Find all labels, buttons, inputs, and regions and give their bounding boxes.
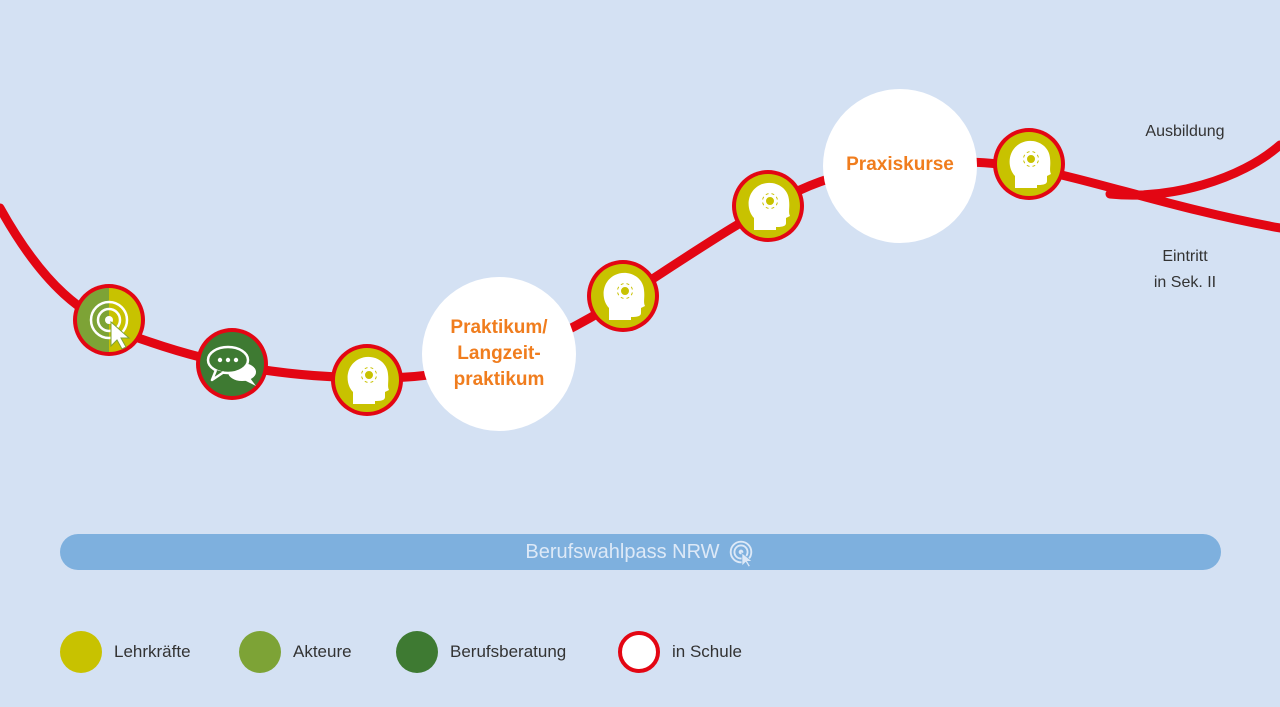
station-berufsberatung[interactable]	[196, 328, 268, 400]
head-gear-icon	[602, 271, 647, 322]
legend-label: Lehrkräfte	[114, 642, 191, 661]
head-gear-icon	[747, 181, 792, 232]
endpoint-eintritt-sek2: Eintritt in Sek. II	[1130, 244, 1240, 296]
legend: Lehrkräfte Akteure Berufsberatung in Sch…	[0, 630, 1280, 674]
legend-item-akteure: Akteure	[239, 630, 352, 674]
milestone-praktikum-line1: Praktikum/	[450, 317, 548, 338]
milestone-praktikum-line2: Langzeit-	[457, 343, 541, 364]
endpoint-eintritt-line2: in Sek. II	[1153, 274, 1217, 291]
milestone-praktikum-line3: praktikum	[453, 369, 545, 390]
milestone-praxiskurse-label: Praxiskurse	[846, 154, 954, 175]
endpoint-ausbildung: Ausbildung	[1145, 123, 1225, 140]
speech-bubbles-icon	[206, 345, 258, 386]
milestone-circle-praktikum	[422, 277, 576, 431]
legend-label: in Schule	[672, 642, 742, 661]
legend-item-in-schule: in Schule	[618, 630, 742, 674]
berufswahlpass-bar[interactable]: Berufswahlpass NRW	[60, 534, 1221, 570]
legend-label: Akteure	[293, 642, 352, 661]
station-target[interactable]	[73, 284, 145, 356]
legend-swatch-lehrkraefte	[60, 631, 102, 673]
endpoint-eintritt-line1: Eintritt	[1162, 248, 1208, 265]
milestone-circle-praxiskurse	[823, 89, 977, 243]
target-cursor-icon	[89, 300, 131, 350]
station-lehrkraefte-3[interactable]	[732, 170, 804, 242]
legend-swatch-akteure	[239, 631, 281, 673]
head-gear-icon	[346, 355, 391, 406]
milestone-praktikum-label: Praktikum/ Langzeit- praktikum	[429, 315, 569, 393]
career-path-branch-ausbildung	[1105, 140, 1280, 200]
head-gear-icon	[1008, 139, 1053, 190]
station-lehrkraefte-2[interactable]	[587, 260, 659, 332]
target-cursor-icon	[729, 540, 753, 567]
legend-swatch-berufsberatung	[396, 631, 438, 673]
station-lehrkraefte-4[interactable]	[993, 128, 1065, 200]
station-lehrkraefte-1[interactable]	[331, 344, 403, 416]
berufswahlpass-label: Berufswahlpass NRW	[525, 540, 720, 563]
legend-swatch-in-schule	[618, 631, 660, 673]
legend-item-lehrkraefte: Lehrkräfte	[60, 630, 191, 674]
legend-label: Berufsberatung	[450, 642, 567, 661]
legend-item-berufsberatung: Berufsberatung	[396, 630, 566, 674]
